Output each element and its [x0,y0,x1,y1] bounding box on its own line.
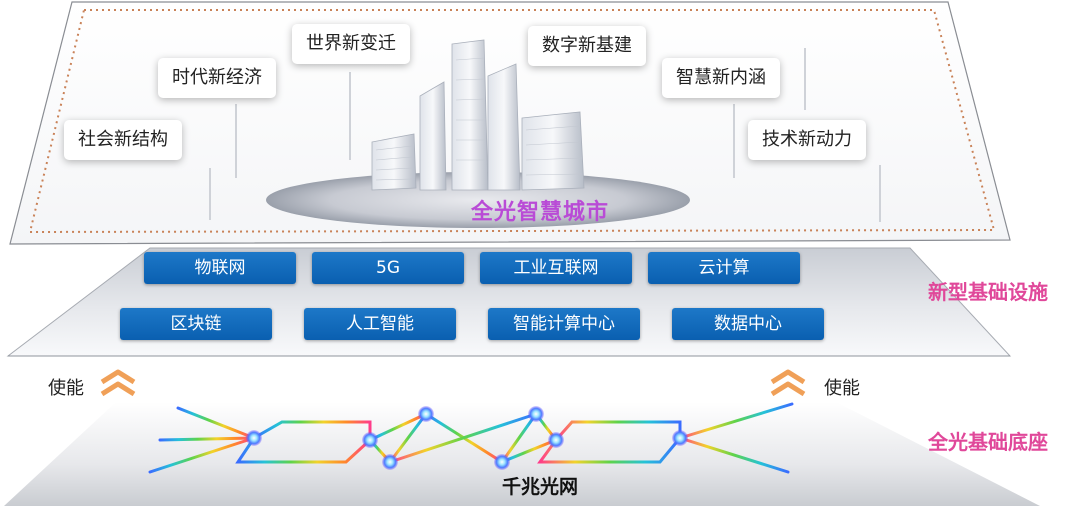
gigabit-optical-network [148,402,804,474]
city-title: 全光智慧城市 [470,200,609,225]
tag-social-structure: 社会新结构 [64,120,182,160]
enable-label-left: 使能 [48,378,84,399]
network-label: 千兆光网 [501,476,578,498]
chip-blockchain: 区块链 [120,308,272,340]
chip-intelligent-computing-center: 智能计算中心 [488,308,640,340]
chip-iot: 物联网 [144,252,296,284]
tag-digital-infrastructure: 数字新基建 [528,26,646,66]
chevron-up-icon [770,369,806,397]
chip-5g: 5G [312,252,464,284]
chip-data-center: 数据中心 [672,308,824,340]
tag-smart-connotation: 智慧新内涵 [662,58,780,98]
chip-ai: 人工智能 [304,308,456,340]
chip-industrial-internet: 工业互联网 [480,252,632,284]
tag-tech-momentum: 技术新动力 [748,120,866,160]
infrastructure-label: 新型基础设施 [928,280,1048,304]
city-skyline [371,39,585,191]
chevron-up-icon [100,369,136,397]
network-nodes [246,406,688,470]
chip-cloud-computing: 云计算 [648,252,800,284]
tag-world-change: 世界新变迁 [292,24,410,64]
base-label: 全光基础底座 [928,430,1048,454]
tag-era-economy: 时代新经济 [158,58,276,98]
enable-label-right: 使能 [824,378,860,399]
